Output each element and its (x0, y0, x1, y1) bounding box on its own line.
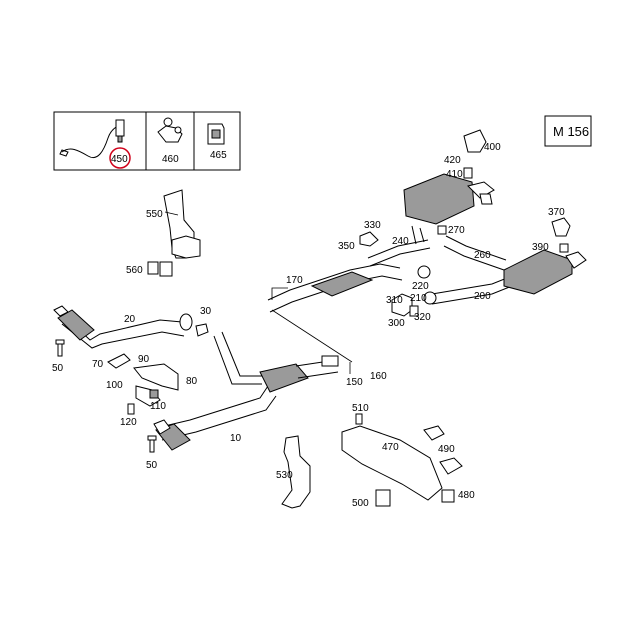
callout-label-10[interactable]: 10 (230, 433, 242, 444)
callout-label-490[interactable]: 490 (438, 444, 455, 455)
callout-label-30[interactable]: 30 (200, 306, 212, 317)
callout-label-530[interactable]: 530 (276, 470, 293, 481)
callout-label-390[interactable]: 390 (532, 242, 549, 253)
part-460-clamp-drawing[interactable] (157, 117, 183, 143)
callout-label-260[interactable]: 260 (474, 250, 491, 261)
callout-label-350[interactable]: 350 (338, 241, 355, 252)
part-450-oxygen-sensor-drawing[interactable] (59, 119, 125, 158)
callout-label-220[interactable]: 220 (412, 281, 429, 292)
callout-label-470[interactable]: 470 (382, 442, 399, 453)
part-400-410-420-hanger-left[interactable] (463, 129, 487, 179)
callout-label-80[interactable]: 80 (186, 376, 198, 387)
callout-label-100[interactable]: 100 (106, 380, 123, 391)
header-parts-table: 450 460 465 (53, 111, 241, 171)
callout-label-50-lower[interactable]: 50 (146, 460, 158, 471)
callout-label-320[interactable]: 320 (414, 312, 431, 323)
rear-muffler-left[interactable] (403, 173, 495, 245)
callout-label-370[interactable]: 370 (548, 207, 565, 218)
callout-label-170[interactable]: 170 (286, 275, 303, 286)
part-30-clamp[interactable] (195, 323, 209, 337)
callout-label-410[interactable]: 410 (446, 169, 463, 180)
callout-label-450: 450 (111, 154, 128, 165)
rear-muffler-right[interactable] (443, 235, 587, 295)
callout-label-70[interactable]: 70 (92, 359, 104, 370)
part-240-pipe[interactable] (367, 239, 431, 267)
part-330-350-clip[interactable] (359, 231, 379, 247)
callout-label-210[interactable]: 210 (410, 293, 427, 304)
callout-label-240[interactable]: 240 (392, 236, 409, 247)
callout-label-110[interactable]: 110 (150, 401, 166, 412)
callout-label-510[interactable]: 510 (352, 403, 369, 414)
part-270-bolt[interactable] (437, 225, 447, 235)
callout-label-500[interactable]: 500 (352, 498, 369, 509)
callout-label-310[interactable]: 310 (386, 295, 403, 306)
sensor-body (115, 119, 125, 137)
part-530-bracket[interactable] (281, 435, 311, 509)
callout-label-20[interactable]: 20 (124, 314, 136, 325)
callout-label-150[interactable]: 150 (346, 377, 363, 388)
part-370-390-hanger-right[interactable] (551, 217, 571, 253)
callout-label-480[interactable]: 480 (458, 490, 475, 501)
model-code-box: M 156 (544, 115, 592, 147)
highlight-circle-450 (109, 147, 131, 169)
callout-label-200[interactable]: 200 (474, 291, 491, 302)
leader-lines (271, 287, 353, 374)
callout-label-420[interactable]: 420 (444, 155, 461, 166)
callout-label-550[interactable]: 550 (146, 209, 163, 220)
callout-label-50-upper[interactable]: 50 (52, 363, 64, 374)
callout-label-560[interactable]: 560 (126, 265, 143, 276)
bolt-50-upper[interactable] (55, 339, 65, 357)
center-y-pipe[interactable] (213, 331, 339, 393)
model-code-frame (544, 115, 592, 147)
part-10-front-pipe-lower[interactable] (153, 385, 277, 451)
part-200-rear-pipe-right[interactable] (423, 275, 513, 305)
callout-label-330[interactable]: 330 (364, 220, 381, 231)
part-470-rear-bracket-assembly[interactable] (341, 413, 463, 507)
callout-label-400[interactable]: 400 (484, 142, 501, 153)
callout-label-120[interactable]: 120 (120, 417, 137, 428)
sensor-tip (117, 135, 123, 143)
part-170-intermediate-pipe[interactable] (267, 263, 431, 313)
callout-label-160[interactable]: 160 (370, 371, 387, 382)
part-550-heat-shield-bracket[interactable] (147, 189, 201, 277)
callout-label-270[interactable]: 270 (448, 225, 465, 236)
part-300-310-320-hangers[interactable] (391, 293, 419, 317)
bolt-50-lower[interactable] (147, 435, 157, 453)
callout-label-90[interactable]: 90 (138, 354, 150, 365)
callout-label-465: 465 (210, 150, 227, 161)
part-465-bracket-drawing[interactable] (207, 123, 225, 145)
callout-label-300[interactable]: 300 (388, 318, 405, 329)
callout-label-460: 460 (162, 154, 179, 165)
callout-labels: 400 420 410 330 350 270 240 260 370 390 … (52, 142, 565, 509)
part-20-front-pipe-upper[interactable] (53, 305, 193, 349)
model-code-text: M 156 (553, 124, 589, 139)
mounting-brackets-left[interactable] (107, 353, 179, 415)
